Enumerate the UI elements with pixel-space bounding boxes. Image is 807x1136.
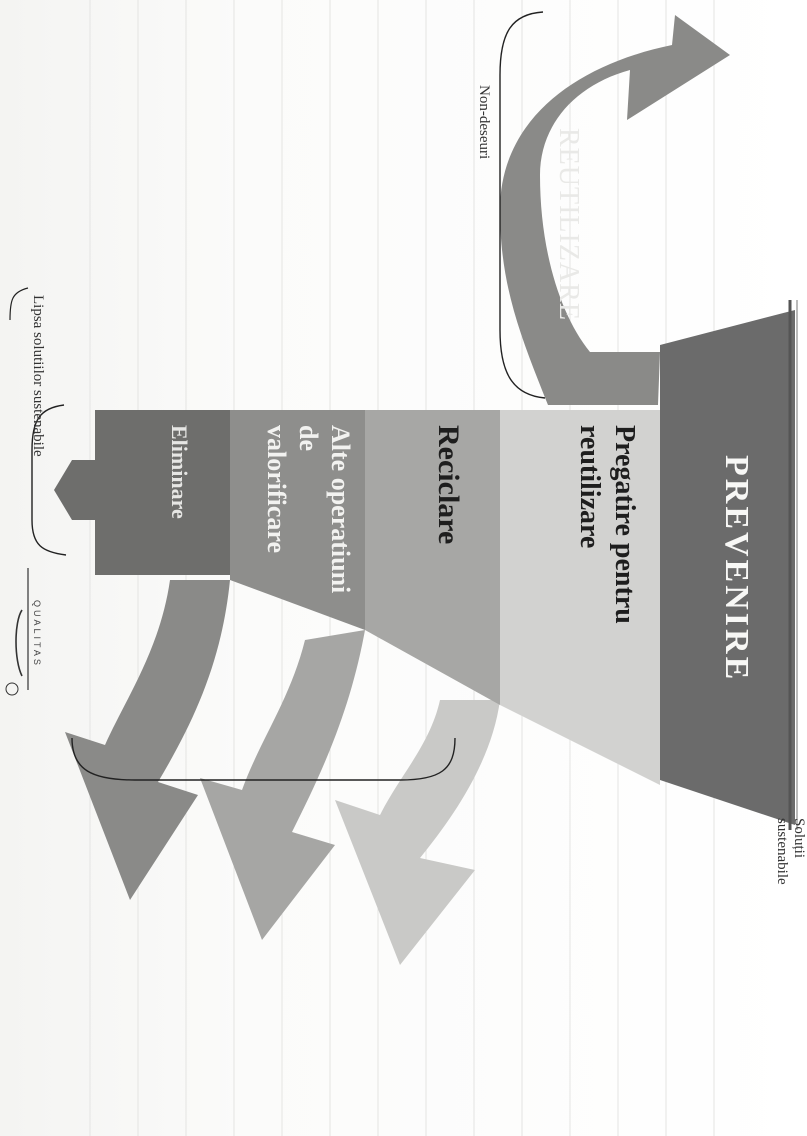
non-deseuri-label: Non-deseuri <box>476 85 492 160</box>
alte-label-line1: Alte operatiuni <box>326 425 355 594</box>
brace-non-deseuri <box>499 11 546 399</box>
qualitas-logo: QUALITAS <box>32 600 42 668</box>
pregatire-label-line2: reutilizare <box>574 425 605 549</box>
arrow-pregatire <box>335 700 500 965</box>
eliminare-shape <box>95 410 230 575</box>
brace-lipsa <box>31 404 67 556</box>
reciclare-label: Reciclare <box>432 425 465 545</box>
logo-circle <box>15 609 23 677</box>
reutilizare-label: REUTILIZARE <box>553 128 584 321</box>
arrow-alte <box>65 580 230 900</box>
eliminare-arrow <box>54 460 95 520</box>
prevenire-shape <box>660 310 795 825</box>
alte-label-line3: valorificare <box>262 425 291 554</box>
eliminare-label: Eliminare <box>167 425 192 519</box>
solutii-label-line2: sustenabile <box>774 818 790 885</box>
lipsa-label: Lipsa solutiilor sustenabile <box>30 295 46 457</box>
alte-label-line2: de <box>294 425 323 451</box>
reutilizare-arrow <box>500 15 730 405</box>
prevenire-label: PREVENIRE <box>718 455 755 683</box>
arrow-reciclare <box>200 630 365 940</box>
pregatire-shape <box>500 410 660 785</box>
brace-lipsa-outer <box>9 287 29 321</box>
brace-solutii <box>71 737 456 781</box>
solutii-label-line1: Soluții <box>791 818 807 859</box>
pregatire-label-line1: Pregatire pentru <box>609 425 640 624</box>
logo-registered-icon <box>5 682 19 696</box>
alte-shape <box>230 410 365 630</box>
reciclare-shape <box>365 410 500 705</box>
